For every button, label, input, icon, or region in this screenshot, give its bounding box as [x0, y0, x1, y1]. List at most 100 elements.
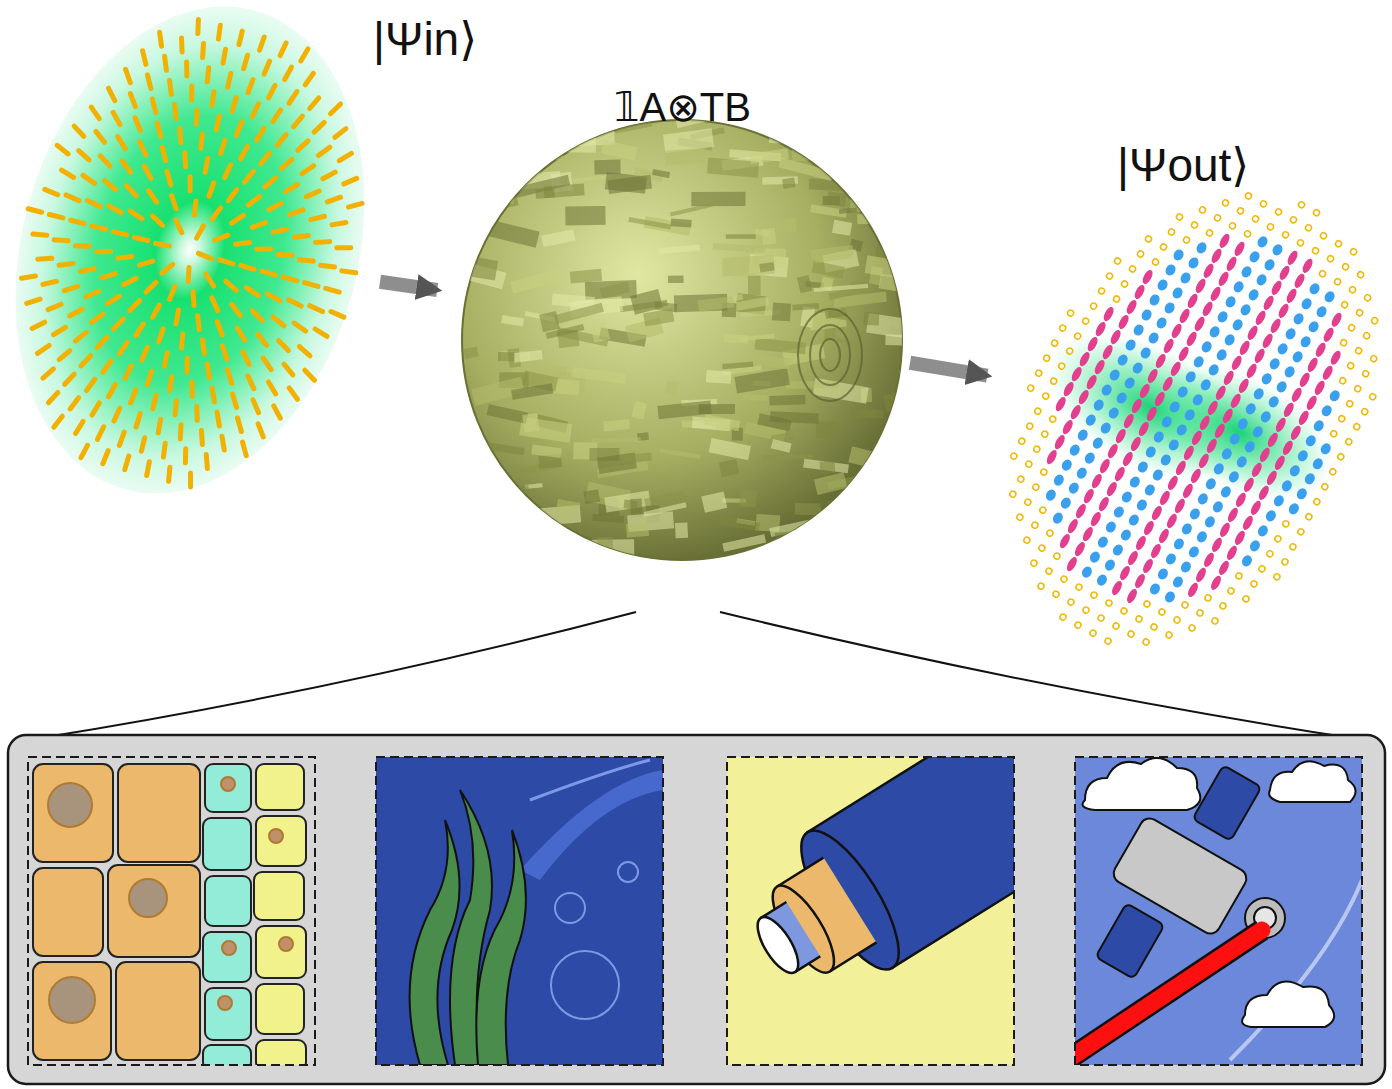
surface-patch [657, 401, 711, 420]
surface-patch [671, 219, 692, 228]
surface-patch [769, 395, 805, 406]
polarization-ellipse [1082, 317, 1090, 325]
polarization-dash [56, 145, 70, 154]
polarization-dash [76, 420, 83, 434]
polarization-ellipse [1245, 403, 1257, 416]
polarization-dash [262, 271, 276, 275]
surface-patch [750, 148, 789, 164]
surface-patch [792, 147, 815, 161]
polarization-ellipse [1267, 432, 1279, 447]
polarization-ellipse [1150, 623, 1158, 631]
polarization-dash [61, 170, 75, 177]
polarization-ellipse [1198, 453, 1210, 468]
polarization-ellipse [1290, 425, 1302, 440]
polarization-dash [273, 109, 281, 123]
polarization-ellipse [1113, 295, 1121, 303]
polarization-dash [204, 159, 209, 173]
polarization-dash [185, 267, 191, 281]
polarization-ellipse [1155, 353, 1167, 368]
example-frame [28, 757, 1362, 1065]
polarization-ellipse [1094, 359, 1106, 374]
surface-patch [691, 192, 745, 206]
polarization-ellipse [1281, 558, 1289, 566]
surface-patch [664, 148, 706, 166]
state-label: |Ψin⟩ [373, 14, 477, 65]
polarization-ellipse [1321, 483, 1329, 491]
polarization-ellipse [1159, 490, 1171, 505]
polarization-dash [75, 243, 89, 250]
state-label: |Ψout⟩ [1117, 140, 1249, 191]
polarization-dash [192, 201, 197, 215]
polarization-ellipse [1040, 468, 1048, 476]
polarization-ellipse [1075, 583, 1083, 591]
polarization-dash [282, 364, 295, 375]
polarization-ellipse [1324, 290, 1336, 303]
polarization-ellipse [1198, 206, 1206, 214]
polarization-dash [75, 330, 86, 343]
surface-patch [814, 284, 868, 292]
surface-patch [495, 503, 519, 525]
polarization-dash [316, 238, 330, 246]
polarization-dash [103, 450, 108, 464]
polarization-ellipse [1277, 343, 1289, 356]
polarization-dash [330, 312, 344, 318]
polarization-ellipse [1253, 388, 1265, 401]
polarization-ellipse [1173, 538, 1185, 551]
polarization-ellipse [1188, 257, 1200, 270]
beam-arrow [910, 363, 987, 376]
polarization-ellipse [1274, 535, 1282, 543]
surface-patch [820, 461, 836, 474]
polarization-ellipse [1111, 580, 1123, 595]
polarization-dash [38, 255, 52, 263]
polarization-dash [176, 129, 184, 143]
zoom-bracket [40, 612, 636, 738]
polarization-ellipse [1052, 512, 1064, 525]
polarization-dash [212, 207, 220, 221]
polarization-ellipse [1078, 389, 1090, 404]
polarization-ellipse [1302, 258, 1314, 273]
polarization-dash [209, 298, 220, 311]
polarization-ellipse [1067, 598, 1075, 606]
polarization-ellipse [1030, 559, 1038, 567]
polarization-dash [175, 310, 180, 324]
polarization-ellipse [1315, 342, 1327, 357]
polarization-ellipse [1307, 357, 1319, 372]
polarization-ellipse [1193, 356, 1205, 369]
polarization-dash [44, 189, 58, 194]
polarization-dash [108, 294, 120, 306]
polarization-ellipse [1097, 614, 1105, 622]
polarization-ellipse [1246, 363, 1258, 378]
surface-patch [789, 124, 841, 149]
polarization-dash [48, 391, 58, 405]
polarization-dash [97, 248, 111, 255]
polarization-dash [190, 292, 198, 306]
polarization-ellipse [1229, 433, 1241, 446]
polarization-ellipse [1145, 446, 1157, 459]
polarization-ellipse [1185, 371, 1197, 384]
polarization-dash [159, 329, 164, 343]
polarization-ellipse [1370, 355, 1378, 363]
polarization-ellipse [1313, 419, 1325, 432]
polarization-dash [127, 94, 138, 107]
polarization-dash [335, 126, 346, 139]
surface-patch [865, 255, 921, 281]
polarization-dash [48, 301, 61, 312]
polarization-ellipse [1063, 382, 1075, 397]
polarization-dash [217, 25, 222, 39]
polarization-ellipse [1068, 482, 1080, 495]
polarization-ellipse [1054, 435, 1066, 450]
polarization-ellipse [1329, 468, 1337, 476]
polarization-ellipse [1126, 299, 1138, 314]
polarization-ellipse [1071, 367, 1083, 382]
polarization-ellipse [1179, 308, 1191, 323]
surface-patch [565, 206, 605, 225]
polarization-ellipse [1138, 421, 1150, 436]
polarization-dash [269, 85, 275, 99]
examples-panel [8, 735, 1385, 1084]
polarization-ellipse [1058, 362, 1066, 370]
polarization-ellipse [1140, 347, 1152, 360]
polarization-ellipse [1104, 559, 1116, 572]
polarization-ellipse [1117, 354, 1129, 367]
polarization-dash [285, 66, 292, 80]
polarization-dash [293, 115, 302, 129]
